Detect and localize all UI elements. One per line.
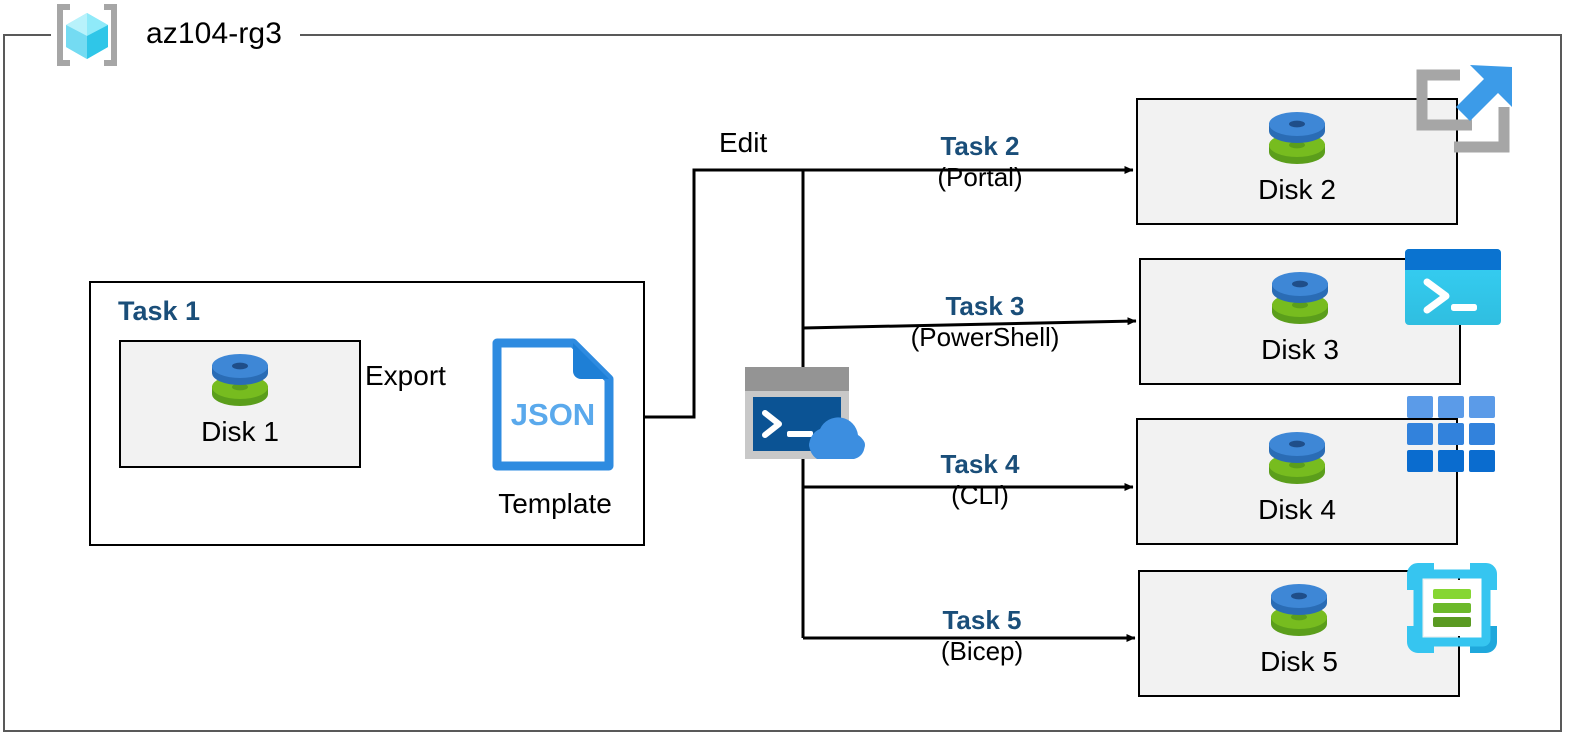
resource-group-frame-top-right — [300, 34, 1562, 36]
managed-disk-icon — [1269, 432, 1325, 484]
resource-group-frame — [3, 34, 1562, 732]
task-4-method: (CLI) — [951, 480, 1009, 510]
json-badge-text: JSON — [511, 397, 595, 432]
disk-1-card[interactable]: Disk 1 — [119, 340, 361, 468]
resource-group-name: az104-rg3 — [146, 17, 282, 50]
task-4-title: Task 4 — [940, 449, 1020, 479]
export-label: Export — [365, 360, 446, 391]
task-3-method: (PowerShell) — [910, 322, 1060, 352]
disk-1-label: Disk 1 — [201, 416, 279, 447]
disk-5-card[interactable]: Disk 5 — [1138, 570, 1460, 697]
task-5-arrow-label: Task 5 (Bicep) — [862, 605, 1102, 667]
powershell-icon[interactable] — [1405, 249, 1501, 325]
bicep-icon[interactable] — [1404, 560, 1500, 656]
task-2-method: (Portal) — [937, 162, 1023, 192]
azure-portal-icon[interactable] — [1408, 63, 1518, 163]
managed-disk-icon — [212, 354, 268, 406]
task-1-label: Task 1 — [118, 296, 201, 326]
disk-4-card[interactable]: Disk 4 — [1136, 418, 1458, 545]
disk-3-label: Disk 3 — [1261, 334, 1339, 365]
task-2-title: Task 2 — [940, 131, 1020, 161]
azure-cli-icon[interactable] — [1407, 396, 1495, 472]
task-5-method: (Bicep) — [940, 636, 1024, 666]
cloud-shell-icon[interactable] — [745, 367, 865, 459]
disk-2-label: Disk 2 — [1258, 174, 1336, 205]
template-label: Template — [498, 488, 612, 519]
task-4-arrow-label: Task 4 (CLI) — [860, 449, 1100, 511]
json-template-icon[interactable]: JSON — [489, 337, 617, 472]
task-3-title: Task 3 — [945, 291, 1025, 321]
resource-group-frame-top-left — [3, 34, 51, 36]
task-5-title: Task 5 — [942, 605, 1022, 635]
managed-disk-icon — [1272, 272, 1328, 324]
azure-resource-group-icon — [57, 4, 117, 66]
task-3-arrow-label: Task 3 (PowerShell) — [865, 291, 1105, 353]
disk-2-card[interactable]: Disk 2 — [1136, 98, 1458, 225]
managed-disk-icon — [1269, 112, 1325, 164]
task-2-arrow-label: Task 2 (Portal) — [860, 131, 1100, 193]
disk-4-label: Disk 4 — [1258, 494, 1336, 525]
disk-5-label: Disk 5 — [1260, 646, 1338, 677]
managed-disk-icon — [1271, 584, 1327, 636]
edit-label: Edit — [719, 127, 768, 158]
